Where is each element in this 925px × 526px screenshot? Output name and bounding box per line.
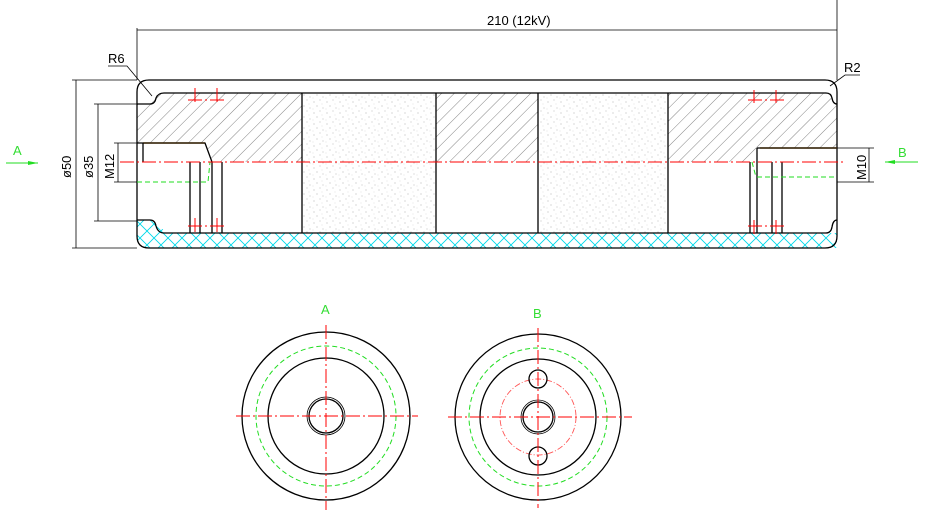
left-thread-label: M12 [102, 154, 117, 179]
view-arrow-a-label: A [13, 143, 22, 158]
roller-section [120, 79, 845, 249]
end-view-b: B [448, 306, 632, 508]
diameter-dimensions: ø50 ø35 M12 M10 R6 R2 [59, 51, 874, 249]
view-arrow-b-label: B [898, 145, 907, 160]
inner-diameter-label: ø35 [81, 156, 96, 178]
view-b-title: B [533, 306, 542, 321]
length-dimension: 210 (12kV) [136, 0, 838, 80]
view-a-title: A [321, 302, 330, 317]
right-radius-label: R2 [844, 60, 861, 75]
view-arrow-b: B [885, 145, 918, 164]
left-radius-label: R6 [108, 51, 125, 66]
outer-diameter-label: ø50 [59, 156, 74, 178]
right-thread-label: M10 [854, 155, 869, 180]
end-view-a: A [236, 302, 418, 510]
length-label: 210 (12kV) [487, 13, 551, 28]
view-arrow-a: A [6, 143, 38, 165]
